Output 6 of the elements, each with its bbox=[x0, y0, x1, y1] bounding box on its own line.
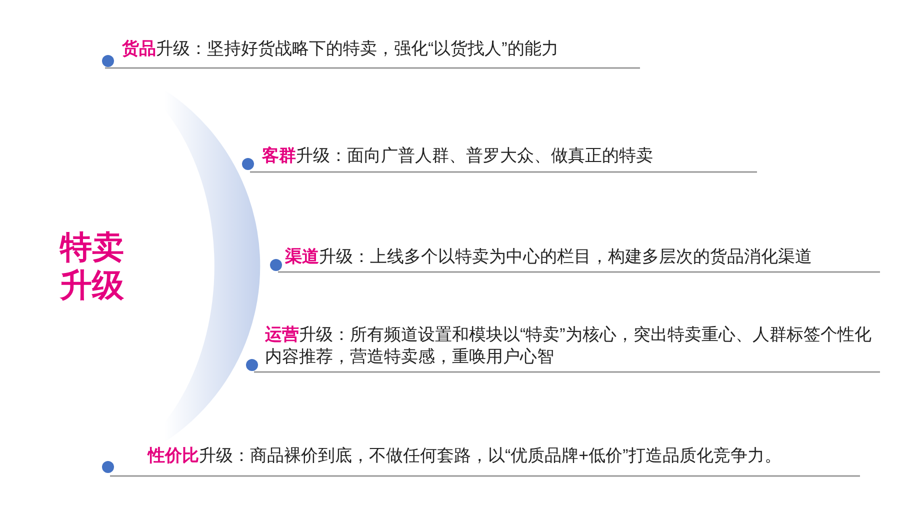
upgrade-point-text: 性价比升级：商品裸价到底，不做任何套路，以“优质品牌+低价”打造品质化竞争力。 bbox=[148, 445, 782, 467]
upgrade-point-text: 运营升级：所有频道设置和模块以“特卖”为核心，突出特卖重心、人群标签个性化内容推荐，营造特卖感，重唤用户心智 bbox=[265, 324, 872, 368]
upgrade-point-text: 渠道升级：上线多个以特卖为中心的栏目，构建多层次的货品消化渠道 bbox=[285, 246, 813, 268]
upgrade-point-text: 货品升级：坚持好货战略下的特卖，强化“以货找人”的能力 bbox=[122, 38, 560, 60]
center-title: 特卖升级 bbox=[60, 228, 124, 304]
upgrade-point-text: 客群升级：面向广普人群、普罗大众、做真正的特卖 bbox=[262, 145, 654, 167]
